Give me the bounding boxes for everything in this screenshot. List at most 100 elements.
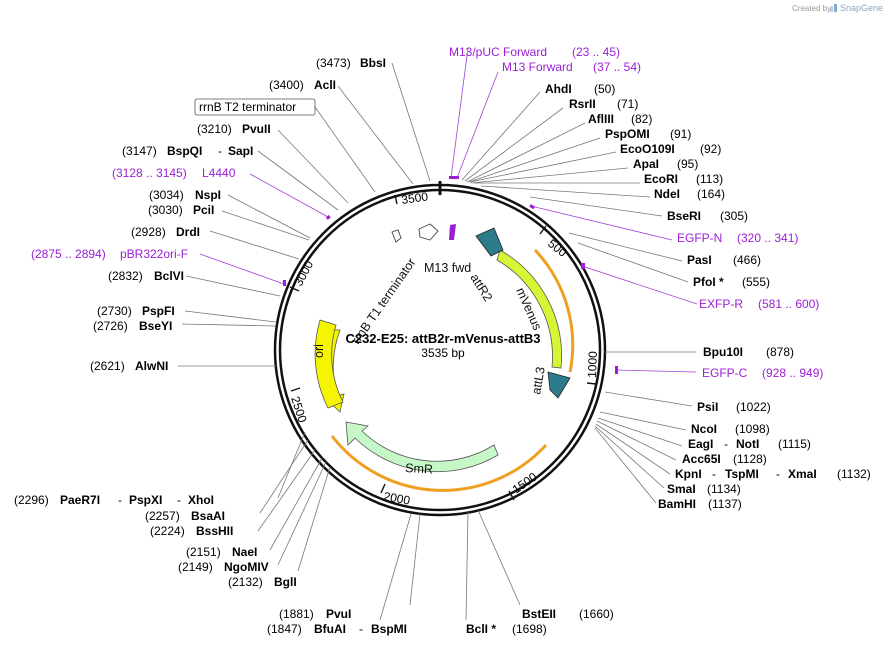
site-pvuii: PvuII — [242, 122, 271, 136]
site-bclvi-pos: (2832) — [108, 269, 143, 283]
rrnb-t1-icon — [391, 229, 402, 243]
site-smai-pos: (1134) — [707, 482, 741, 496]
primer-m13-forward-range: (37 .. 54) — [593, 60, 641, 74]
site-pcii: PciI — [193, 203, 214, 217]
site-pspfi-pos: (2730) — [97, 304, 132, 318]
site-kpni: KpnI — [675, 467, 702, 481]
site-bfuai: BfuAI — [314, 622, 346, 636]
site-pfoi-pos: (555) — [742, 275, 770, 289]
tick-3000: 3000 — [291, 258, 316, 288]
site-ecori-pos: (113) — [696, 172, 723, 186]
site-pasi-pos: (466) — [733, 253, 761, 267]
svg-text:-: - — [118, 493, 122, 507]
site-bsshii: BssHII — [196, 524, 233, 538]
leader-lines — [178, 47, 698, 621]
site-pspxi: PspXI — [129, 493, 162, 507]
orange-arc-mvenus — [533, 248, 575, 373]
site-bgli: BglI — [274, 575, 297, 589]
site-bamhi: BamHI — [658, 497, 696, 511]
site-paer7i-pos: (2296) — [14, 493, 49, 507]
primer-m13puc-forward-range: (23 .. 45) — [572, 45, 620, 59]
site-pvuii-pos: (3210) — [197, 122, 232, 136]
site-bclvi: BclVI — [154, 269, 184, 283]
site-aflii-pos: (82) — [631, 112, 652, 126]
site-apai: ApaI — [633, 157, 659, 171]
attr2-feature — [475, 227, 504, 257]
attl3-label: attL3 — [529, 366, 548, 396]
site-aflii: AflIII — [588, 112, 614, 126]
site-paer7i: PaeR7I — [60, 493, 100, 507]
tick-3500: 3500 — [400, 189, 429, 207]
site-ecoo109i: EcoO109I — [620, 142, 675, 156]
site-kpni-pos: (1132) — [837, 467, 871, 481]
attl3-feature — [547, 371, 571, 399]
site-xmai: XmaI — [788, 467, 817, 481]
created-by-label: Created by — [792, 4, 831, 13]
site-bcli-pos: (1698) — [512, 622, 547, 636]
site-ngomiv-pos: (2149) — [178, 560, 213, 574]
svg-text:-: - — [712, 467, 716, 481]
attr2-label: attR2 — [467, 271, 495, 304]
right-site-labels: M13/pUC Forward (23 .. 45) M13 Forward (… — [449, 45, 871, 511]
site-bfuai-pos: (1847) — [267, 622, 302, 636]
site-pspomi-pos: (91) — [670, 127, 691, 141]
ori-body — [314, 319, 344, 409]
site-bseri: BseRI — [667, 209, 701, 223]
primer-pbr322ori-f-range: (2875 .. 2894) — [31, 247, 106, 261]
orange-arc-smr — [330, 435, 548, 492]
scale-ticks — [289, 194, 597, 501]
site-bseyi: BseYI — [139, 319, 172, 333]
primer-egfp-n-range: (320 .. 341) — [737, 231, 798, 245]
site-drdi: DrdI — [176, 225, 200, 239]
snapgene-logo-icon — [830, 4, 837, 12]
smr-feature — [345, 421, 499, 473]
site-bbsi-pos: (3473) — [316, 56, 351, 70]
site-nspi-pos: (3034) — [149, 188, 184, 202]
primer-marks — [283, 176, 618, 374]
site-bsaai-pos: (2257) — [145, 509, 180, 523]
bottom-site-labels: BstEII (1660) BclI * (1698) (1881) PvuI … — [267, 607, 614, 636]
primer-m13-forward: M13 Forward — [502, 60, 573, 74]
svg-text:-: - — [359, 622, 363, 636]
tick-1000: 1000 — [585, 351, 600, 378]
site-ecori: EcoRI — [644, 172, 678, 186]
site-pvui-pos: (1881) — [279, 607, 314, 621]
rrnb-t2-icon — [418, 223, 439, 241]
left-site-labels: (3473) BbsI (3400) AclI rrnB T2 terminat… — [14, 56, 386, 589]
site-nspi: NspI — [195, 188, 221, 202]
site-pfoi: PfoI * — [693, 275, 724, 289]
site-acli: AclI — [314, 78, 336, 92]
primer-egfp-n: EGFP-N — [677, 231, 722, 245]
primer-l4440: L4440 — [202, 166, 236, 180]
primer-pbr322ori-f: pBR322ori-F — [120, 247, 188, 261]
site-pcii-pos: (3030) — [148, 203, 183, 217]
primer-m13puc-forward: M13/pUC Forward — [449, 45, 547, 59]
site-ngomiv: NgoMIV — [224, 560, 269, 574]
site-alwni-pos: (2621) — [90, 359, 125, 373]
site-bpu10i: Bpu10I — [703, 345, 743, 359]
site-psii-pos: (1022) — [736, 400, 771, 414]
plasmid-size: 3535 bp — [421, 346, 465, 360]
primer-egfp-c: EGFP-C — [702, 366, 748, 380]
site-psii: PsiI — [697, 400, 718, 414]
site-bspqi-pos: (3147) — [122, 144, 157, 158]
site-pspomi: PspOMI — [605, 127, 650, 141]
tick-500: 500 — [545, 236, 570, 260]
primer-exfp-r-range: (581 .. 600) — [758, 297, 819, 311]
mvenus-feature — [496, 249, 562, 369]
site-bamhi-pos: (1137) — [708, 497, 742, 511]
rrnb-t2-box — [194, 98, 316, 116]
site-pvui: PvuI — [326, 607, 351, 621]
m13-fwd-primer — [449, 224, 456, 240]
site-bsteii: BstEII — [522, 607, 556, 621]
site-sapi: SapI — [228, 144, 253, 158]
site-xhoi: XhoI — [188, 493, 214, 507]
site-bsteii-pos: (1660) — [579, 607, 614, 621]
site-smai: SmaI — [667, 482, 696, 496]
svg-text:-: - — [724, 437, 728, 451]
site-drdi-pos: (2928) — [131, 225, 166, 239]
site-rsrii: RsrII — [569, 97, 596, 111]
site-bseri-pos: (305) — [720, 209, 748, 223]
site-tspmi: TspMI — [725, 467, 759, 481]
